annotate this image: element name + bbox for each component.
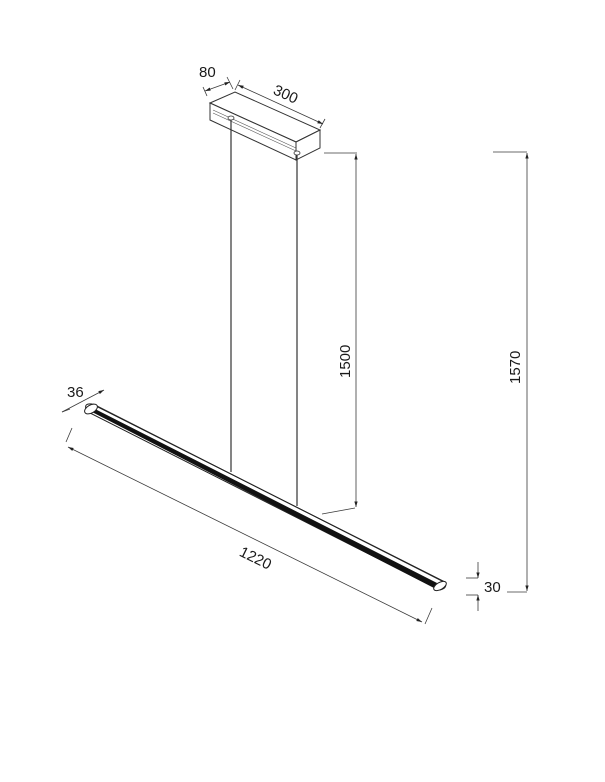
dim-label-80: 80: [199, 64, 216, 81]
bar-end-cap-right: [433, 580, 447, 592]
dim-bar-length: 1220: [65, 427, 433, 625]
mount-hole-right: [293, 150, 301, 156]
canopy: [208, 91, 322, 161]
dim-label-36: 36: [67, 384, 84, 401]
dim-label-300: 300: [271, 82, 301, 108]
dim-label-1570: 1570: [507, 351, 524, 384]
dim-label-30: 30: [484, 579, 501, 596]
bar-end-cap-left: [84, 403, 98, 415]
dim-total-height: 1570: [493, 151, 529, 593]
dim-bar-width: 36: [61, 384, 105, 413]
dim-bar-height: 30: [466, 562, 501, 611]
dim-canopy-width: 80: [199, 64, 234, 97]
dim-label-1500: 1500: [337, 345, 354, 378]
dim-label-1220: 1220: [237, 544, 274, 574]
mount-hole-left: [227, 115, 235, 121]
dim-cable-length: 1500: [321, 152, 358, 515]
